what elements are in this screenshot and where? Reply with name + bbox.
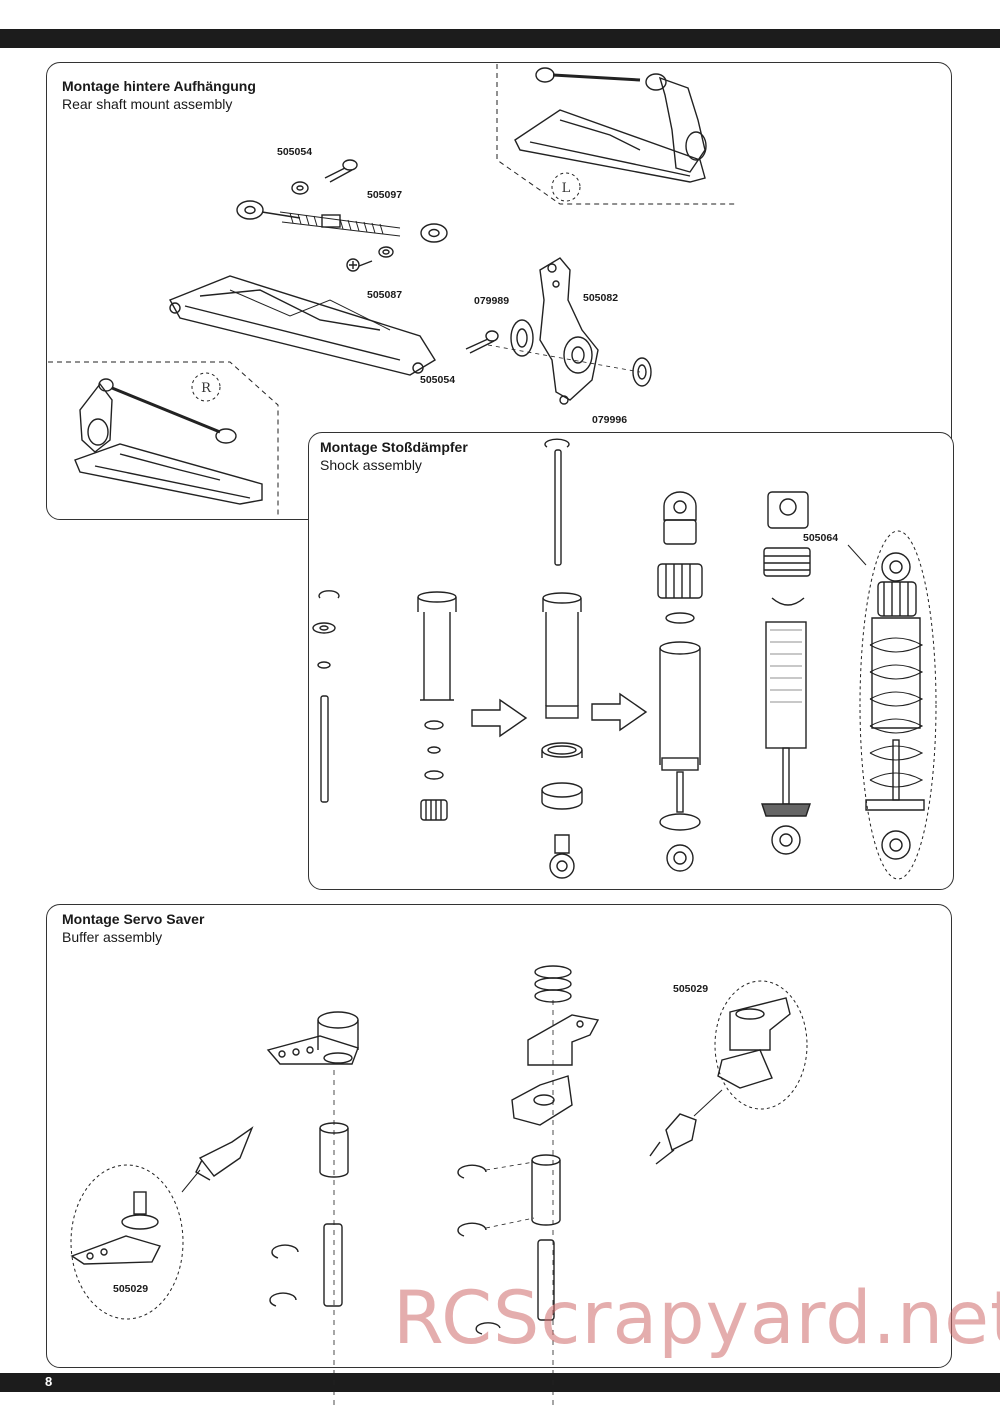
shock-body-assembled-icon [542,592,582,719]
servo-title-de: Montage Servo Saver [62,911,205,927]
saver-body-icon [511,1075,573,1126]
o-ring-icon [424,770,444,780]
rear-title-en: Rear shaft mount assembly [62,96,233,112]
sleeve-icon [531,1154,561,1226]
horn-top-icon [527,1014,600,1066]
rear-assembly-title: Montage hintere Aufhängung Rear shaft mo… [62,77,256,113]
e-clip-icon [318,590,340,599]
shock-title-de: Montage Stoßdämpfer [320,439,468,455]
shock-body-icon [417,591,457,701]
assembled-shock-callout [859,530,937,880]
e-clip-icon [271,1244,299,1259]
pin-icon [537,1239,555,1321]
washer-icon [312,622,336,634]
bottom-bar [0,1373,1000,1392]
servo-saver-assembled-icon [717,997,791,1089]
o-ring-small-icon [317,661,331,669]
pointing-hand-icon [649,1089,723,1165]
rod-end-icon [549,834,575,879]
part-number: 505087 [367,289,403,301]
assembled-shock-icon [865,552,925,860]
part-number: 505029 [673,983,709,995]
nut-icon [291,181,309,195]
cutaway-mount-icon [767,491,809,529]
e-clip-icon [269,1292,297,1307]
part-number: 505054 [420,374,456,386]
top-cap-icon [657,563,703,599]
spring-icon [534,965,572,1003]
o-ring-icon [424,720,444,730]
part-number: 079996 [592,414,628,426]
rear-title-de: Montage hintere Aufhängung [62,78,256,94]
e-clip-icon [457,1164,487,1179]
servo-horn-icon [266,1011,359,1065]
nut-small-icon [378,246,394,258]
piston-rod-icon [544,438,570,566]
left-marker: L [562,181,571,196]
turnbuckle-icon [236,200,448,243]
part-number: 505054 [277,146,313,158]
pointing-hand-icon [181,1126,254,1193]
top-mount-icon [663,491,697,545]
e-clip-icon [457,1222,487,1237]
arrow-right-icon [591,692,648,732]
servo-saver-title: Montage Servo Saver Buffer assembly [62,910,204,946]
sleeve-icon [319,1122,349,1178]
shock-assembly-panel [308,432,954,890]
lower-arm-icon [169,275,436,376]
servo-horn-small-icon [70,1191,162,1265]
hub-carrier-icon [539,257,599,405]
shock-body-filled-icon [659,641,701,872]
pin-icon [465,330,499,354]
shock-assembly-title: Montage Stoßdämpfer Shock assembly [320,438,468,474]
part-number: 079989 [474,295,510,307]
watermark: RCScrapyard.net [393,1276,1000,1361]
part-number: 505082 [583,292,619,304]
detail-left-assembly-icon [514,67,707,183]
e-clip-icon [475,1322,501,1335]
part-number: 505029 [113,1283,149,1295]
arrow-right-icon [471,698,528,738]
page-number: 8 [45,1374,53,1389]
screw-icon [324,159,358,183]
bottom-cap-icon [541,742,583,758]
servo-saver-callout-left [70,1164,184,1320]
left-marker-circle [551,172,581,202]
top-bar [0,29,1000,48]
spacer-icon [427,746,441,754]
shaft-icon [320,695,329,803]
cutaway-diaphragm-icon [771,597,805,606]
cutaway-cap-icon [763,547,811,577]
diaphragm-icon [665,612,695,624]
right-marker: R [201,381,212,396]
detail-right-assembly-icon [74,378,263,505]
pin-icon [323,1223,343,1307]
bottom-seal-icon [541,782,583,810]
bearing-icon [510,319,534,357]
part-number: 505097 [367,189,403,201]
cap-icon [420,799,448,821]
servo-title-en: Buffer assembly [62,929,163,945]
screw-small-icon [346,258,373,272]
shock-title-en: Shock assembly [320,457,422,473]
right-marker-circle [191,372,221,402]
cutaway-body-icon [761,621,811,855]
servo-saver-panel [46,904,952,1368]
part-number: 505064 [803,532,839,544]
servo-saver-callout-right [714,980,808,1110]
